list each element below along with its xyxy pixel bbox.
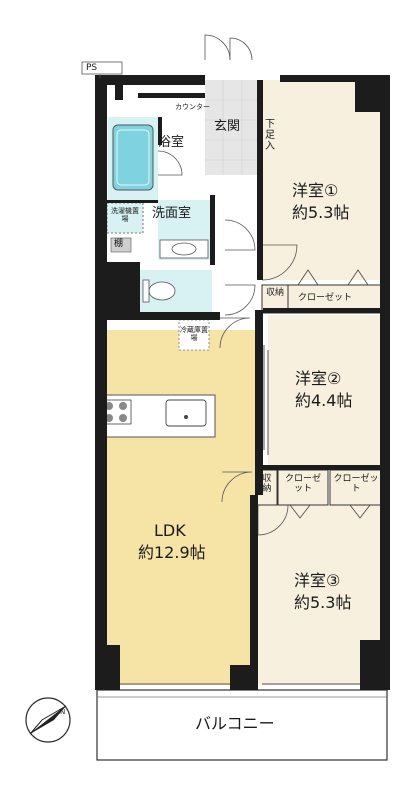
closet-3-label: クローゼット	[333, 474, 379, 495]
counter-label: カウンター	[175, 103, 210, 111]
western-room-3-name: 洋室③	[294, 571, 341, 590]
balcony-area	[96, 689, 388, 761]
door-swings	[157, 34, 298, 536]
western-room-3-size: 約5.3帖	[294, 593, 352, 612]
closet-2-label: クローゼット	[284, 474, 321, 495]
ps-label: PS	[86, 63, 98, 73]
closet-doors	[289, 269, 371, 519]
western-room-1-size: 約5.3帖	[292, 203, 350, 222]
balcony-label: バルコニー	[195, 714, 275, 733]
north-arrow-icon: N	[25, 697, 71, 743]
toilet-bowl	[148, 281, 176, 301]
shoe-storage-label: 下足入	[262, 118, 274, 151]
storage-2-label: 収納	[262, 474, 272, 495]
closet-1-label: クローゼット	[298, 293, 353, 303]
svg-text:N: N	[60, 708, 65, 716]
bath-tub	[112, 124, 154, 191]
washer-space-label: 洗濯機置場	[111, 207, 139, 224]
western-room-2-name: 洋室②	[295, 369, 342, 388]
western-room-1-name: 洋室①	[292, 181, 339, 200]
sliding-doors	[102, 345, 370, 685]
washer-space-box	[106, 202, 144, 234]
fridge-space-label: 冷蔵庫置場	[180, 326, 208, 343]
entrance-tiles	[205, 80, 260, 175]
ldk-name: LDK	[154, 521, 186, 540]
kitchen-sink-icon	[165, 399, 207, 427]
ldk-floor	[97, 330, 257, 685]
wash-basin	[159, 239, 209, 259]
shelf-box	[110, 237, 132, 253]
bath-label: 浴室	[158, 135, 185, 150]
entrance-floor	[205, 80, 260, 175]
closet-2-box	[277, 469, 329, 506]
western-room-2-size: 約4.4帖	[295, 391, 353, 410]
ldk-size: 約12.9帖	[138, 543, 206, 562]
walls	[95, 75, 390, 690]
western-room-1-floor	[262, 80, 382, 280]
western-room-2-floor	[268, 315, 382, 465]
fridge-space-box	[178, 319, 210, 351]
storage-1-label: 収納	[265, 288, 284, 298]
entrance-label: 玄関	[214, 119, 241, 134]
ps-shaft	[81, 61, 123, 75]
toilet-tank	[142, 279, 150, 303]
shelf-label: 棚	[114, 239, 124, 249]
washroom-label: 洗面室	[152, 206, 192, 221]
